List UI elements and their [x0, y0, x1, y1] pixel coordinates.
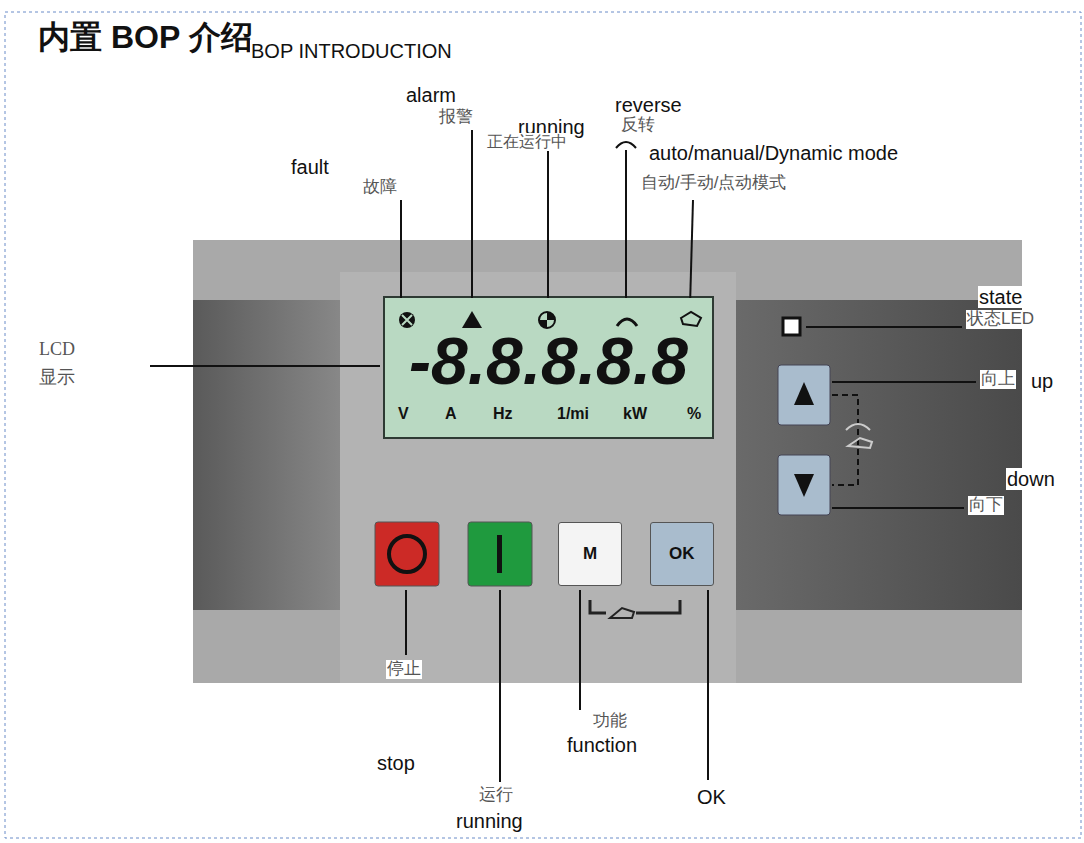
callout-label: 自动/手动/点动模式 — [640, 174, 787, 193]
callout-label: 功能 — [592, 712, 628, 731]
hand-icon — [610, 608, 634, 618]
callout-label: 故障 — [362, 178, 398, 197]
right-panel — [736, 300, 1022, 610]
bracket — [590, 600, 680, 613]
up-arrow — [794, 382, 814, 405]
run-symbol — [497, 535, 502, 573]
button-label: OK — [669, 545, 695, 564]
title: 内置 BOP 介绍 — [38, 20, 253, 55]
function-button: OK — [650, 522, 714, 586]
callout-label: state — [978, 286, 1023, 308]
callout-label: 状态LED — [966, 310, 1035, 329]
callout-label: LCD — [38, 340, 76, 360]
callout-label: 正在运行中 — [486, 133, 568, 151]
housing — [193, 240, 1022, 683]
down-button — [778, 455, 830, 515]
callout-label: up — [1030, 370, 1054, 392]
left-panel — [193, 300, 348, 610]
leader-lines — [150, 130, 976, 782]
unit-label: A — [445, 406, 457, 422]
lcd-display: -8.8.8.8.8V A Hz 1/mi kW% — [385, 298, 712, 437]
up-button — [778, 365, 830, 425]
callout-label: 报警 — [438, 108, 474, 127]
callout-label: fault — [290, 156, 330, 178]
subtitle: BOP INTRODUCTION — [250, 40, 453, 62]
unit-label: kW — [623, 406, 647, 422]
callout-label: 停止 — [386, 660, 422, 679]
unit-label: 1/mi — [557, 406, 589, 422]
unit-label: % — [687, 406, 701, 422]
unit-label: Hz — [493, 406, 513, 422]
stop-symbol — [389, 536, 425, 572]
frame — [5, 12, 1081, 838]
hand-icon — [848, 438, 872, 448]
callout-label: 显示 — [38, 368, 76, 388]
callout-label: 向下 — [968, 496, 1004, 515]
callout-label: running — [455, 810, 524, 832]
callout-label: OK — [696, 786, 727, 808]
dashed-bracket — [832, 395, 858, 485]
callout-label: down — [1006, 468, 1056, 490]
callout-label: stop — [376, 752, 416, 774]
callout-label: 反转 — [620, 116, 656, 135]
down-arrow — [794, 474, 814, 497]
callout-label: alarm — [405, 84, 457, 106]
unit-label: V — [398, 406, 409, 422]
front-panel — [340, 272, 736, 683]
lcd-digits: -8.8.8.8.8 — [409, 328, 688, 394]
stop-button — [375, 522, 439, 586]
run-button — [468, 522, 532, 586]
callout-label: auto/manual/Dynamic mode — [648, 142, 899, 164]
callout-label: 运行 — [478, 786, 514, 805]
reverse-icon — [846, 424, 870, 430]
callout-label: 向上 — [980, 370, 1016, 389]
function-button: M — [558, 522, 622, 586]
state-led — [783, 318, 800, 335]
callout-label: function — [566, 734, 638, 756]
callout-label: reverse — [614, 94, 683, 116]
lcd-bezel — [383, 296, 714, 439]
button-label: M — [583, 545, 597, 564]
